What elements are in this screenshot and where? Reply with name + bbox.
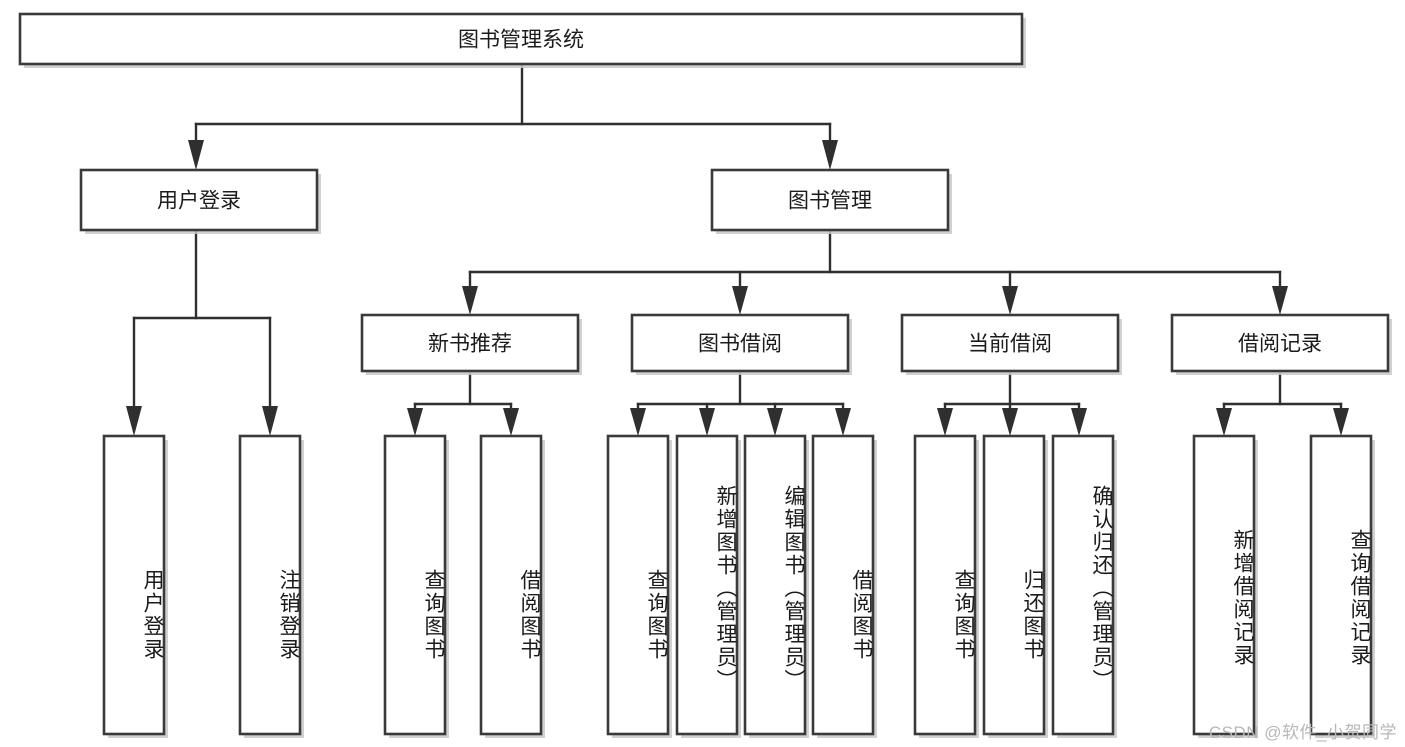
node-new-book-rec-label: 新书推荐 (428, 333, 512, 356)
leaf-borrow-book-2-box[interactable] (811, 434, 875, 736)
node-root-box[interactable] (18, 12, 1024, 66)
leaf-add-book-box[interactable] (675, 434, 739, 736)
leaf-user-login-box[interactable] (102, 434, 166, 736)
node-book-manage-box[interactable] (710, 168, 950, 232)
arrow-head-user-login (188, 140, 204, 170)
leaf-confirm-return-box[interactable] (1051, 434, 1115, 736)
node-book-borrow-label: 图书借阅 (698, 333, 782, 356)
node-user-login-box[interactable] (79, 168, 319, 232)
connector-group (126, 64, 1349, 436)
leaf-query-book-3-box[interactable] (913, 434, 977, 736)
arrow-head-leaf-query-book-1 (407, 408, 423, 436)
node-new-book-rec-box[interactable] (360, 313, 580, 373)
arrow-head-leaf-borrow-book-1 (503, 408, 519, 436)
arrow-head-leaf-confirm-return (1071, 408, 1087, 436)
arrow-head-leaf-add-record (1216, 408, 1232, 436)
arrow-head-leaf-edit-book (767, 408, 783, 436)
arrow-head-leaf-add-book (699, 408, 715, 436)
leaf-box-group (102, 434, 1375, 738)
arrow-head-book-manage (822, 140, 838, 170)
arrow-head-borrow-record (1272, 286, 1288, 315)
node-borrow-record-label: 借阅记录 (1238, 333, 1322, 356)
leaf-query-book-1-box[interactable] (383, 434, 447, 736)
arrow-head-new-book-rec (462, 286, 478, 315)
node-new-book-rec[interactable]: 新书推荐 (360, 313, 582, 375)
arrow-head-leaf-user-login (126, 406, 142, 436)
node-book-borrow[interactable]: 图书借阅 (630, 313, 852, 375)
node-user-login[interactable]: 用户登录 (79, 168, 321, 234)
arrow-head-leaf-return-book (1002, 408, 1018, 436)
node-current-borrow-label: 当前借阅 (968, 333, 1052, 356)
arrow-head-leaf-query-record (1333, 408, 1349, 436)
node-root-label: 图书管理系统 (458, 29, 584, 52)
arrow-head-leaf-query-book-2 (630, 408, 646, 436)
leaf-add-record-box[interactable] (1192, 434, 1256, 736)
leaf-edit-book-box[interactable] (743, 434, 807, 736)
node-root[interactable]: 图书管理系统 (18, 12, 1026, 68)
leaf-logout-box[interactable] (238, 434, 302, 736)
node-current-borrow[interactable]: 当前借阅 (900, 313, 1122, 375)
node-book-manage-label: 图书管理 (788, 190, 872, 213)
node-user-login-label: 用户登录 (157, 190, 241, 213)
watermark-text: CSDN @软件_小贺同学 (1208, 723, 1397, 742)
node-borrow-record[interactable]: 借阅记录 (1170, 313, 1392, 375)
arrow-head-leaf-query-book-3 (937, 408, 953, 436)
leaf-borrow-book-1-box[interactable] (479, 434, 543, 736)
arrow-head-leaf-borrow-book-2 (835, 408, 851, 436)
node-current-borrow-box[interactable] (900, 313, 1120, 373)
arrow-head-leaf-logout (262, 406, 278, 436)
leaf-query-record-box[interactable] (1309, 434, 1373, 736)
node-borrow-record-box[interactable] (1170, 313, 1390, 373)
node-book-manage[interactable]: 图书管理 (710, 168, 952, 234)
arrow-head-book-borrow (732, 286, 748, 315)
node-book-borrow-box[interactable] (630, 313, 850, 373)
leaf-return-book-box[interactable] (982, 434, 1046, 736)
leaf-query-book-2-box[interactable] (606, 434, 670, 736)
arrow-head-current-borrow (1002, 286, 1018, 315)
